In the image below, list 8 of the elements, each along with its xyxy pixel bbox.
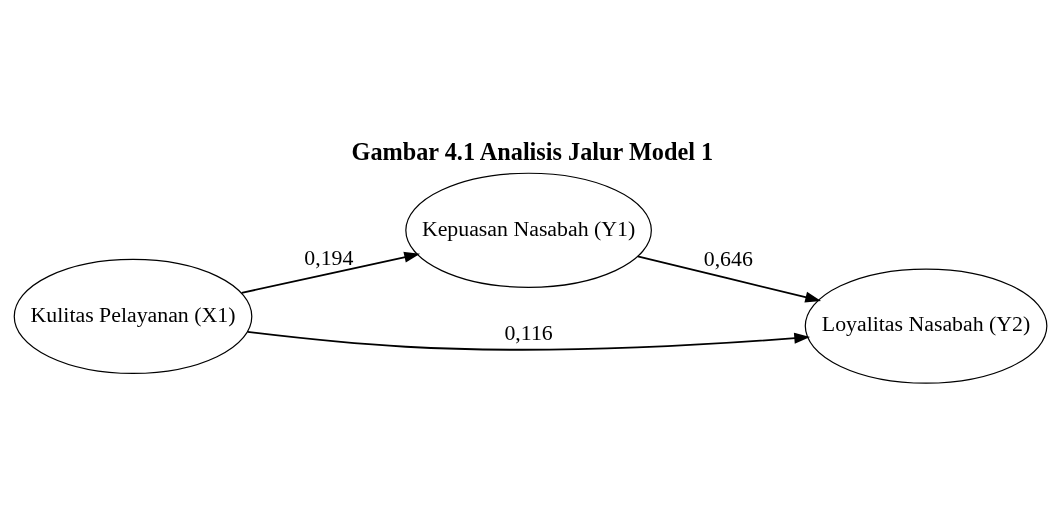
arrow [246, 330, 811, 351]
diagram-title: Gambar 4.1 Analisis Jalur Model 1 [351, 137, 714, 165]
edge-label: 0,116 [504, 320, 553, 345]
node-ellipse: Kulitas Pelayanan (X1) [13, 258, 253, 374]
arrow [240, 251, 421, 294]
edge-label: 0,646 [703, 246, 753, 271]
edge-label: 0,194 [304, 245, 354, 270]
arrow [636, 255, 822, 303]
